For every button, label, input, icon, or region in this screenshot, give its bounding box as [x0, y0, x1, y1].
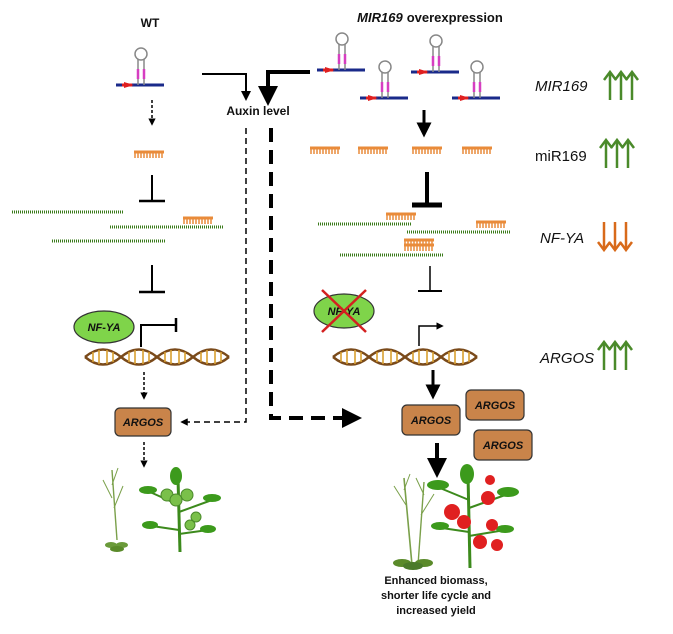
oe-tomato-icon — [427, 464, 519, 569]
wt-mrna-bound-mirna — [181, 216, 215, 226]
wt-inhibit-mrna — [139, 175, 165, 203]
wt-argos-label: ARGOS — [122, 417, 164, 429]
overexpression-suffix: overexpression — [407, 10, 503, 25]
wt-to-auxin-arrow — [202, 73, 251, 101]
wt-arabidopsis-icon — [102, 467, 128, 552]
oe-promoter-active-arrow — [418, 322, 444, 346]
outcome-line-1: Enhanced biomass, — [384, 575, 487, 587]
wt-nfya-repression — [140, 318, 178, 347]
legend-argos: ARGOS — [539, 350, 594, 367]
oe-mature-mirnas — [308, 146, 494, 156]
legend-mir169-gene: MIR169 — [535, 78, 588, 95]
legend-argos-up-arrows — [597, 339, 633, 370]
oe-nfya-mrna — [318, 222, 510, 257]
auxin-level-label: Auxin level — [226, 104, 289, 118]
wt-mir169-gene — [114, 46, 166, 90]
oe-argos-box-1 — [401, 404, 461, 436]
legend-mir169-mature-up-arrows — [599, 137, 635, 168]
oe-to-auxin-arrow — [258, 70, 310, 106]
wt-argos-box — [114, 407, 172, 437]
outcome-line-3: increased yield — [396, 605, 476, 617]
wt-inhibit-nfya — [139, 265, 165, 294]
oe-argos-label-3: ARGOS — [482, 440, 524, 452]
wt-nfya-mrna — [12, 210, 224, 243]
oe-argos-label-1: ARGOS — [410, 415, 452, 427]
overexpression-title: MIR169 overexpression — [357, 10, 503, 25]
oe-inhibit-mrna — [412, 172, 442, 208]
wt-argos-dna — [83, 348, 231, 366]
oe-argos-dna — [331, 348, 479, 366]
overexpression-gene: MIR169 — [357, 10, 403, 25]
oe-mir169-genes — [315, 31, 502, 103]
wt-nfya-label: NF-YA — [88, 322, 121, 334]
wt-nfya-oval — [73, 310, 135, 344]
legend-nfya: NF-YA — [540, 230, 584, 247]
legend-mir169-mature: miR169 — [535, 148, 587, 165]
auxin-to-oe-argos-dashed — [269, 128, 362, 428]
auxin-to-wt-argos-dashed — [180, 128, 247, 426]
wt-mature-mirna — [132, 150, 166, 160]
legend-nfya-down-arrows — [597, 222, 633, 253]
oe-nfya-cross-icon — [321, 289, 367, 333]
oe-argos-box-3 — [473, 429, 533, 461]
oe-argos-label-2: ARGOS — [474, 400, 516, 412]
outcome-line-2: shorter life cycle and — [381, 590, 491, 602]
wt-tomato-icon — [139, 467, 221, 553]
oe-inhibit-nfya — [418, 266, 442, 292]
oe-arabidopsis-icon — [393, 473, 435, 570]
legend-mir169-gene-up-arrows — [603, 69, 639, 100]
oe-argos-box-2 — [465, 389, 525, 421]
wt-title: WT — [141, 16, 160, 30]
